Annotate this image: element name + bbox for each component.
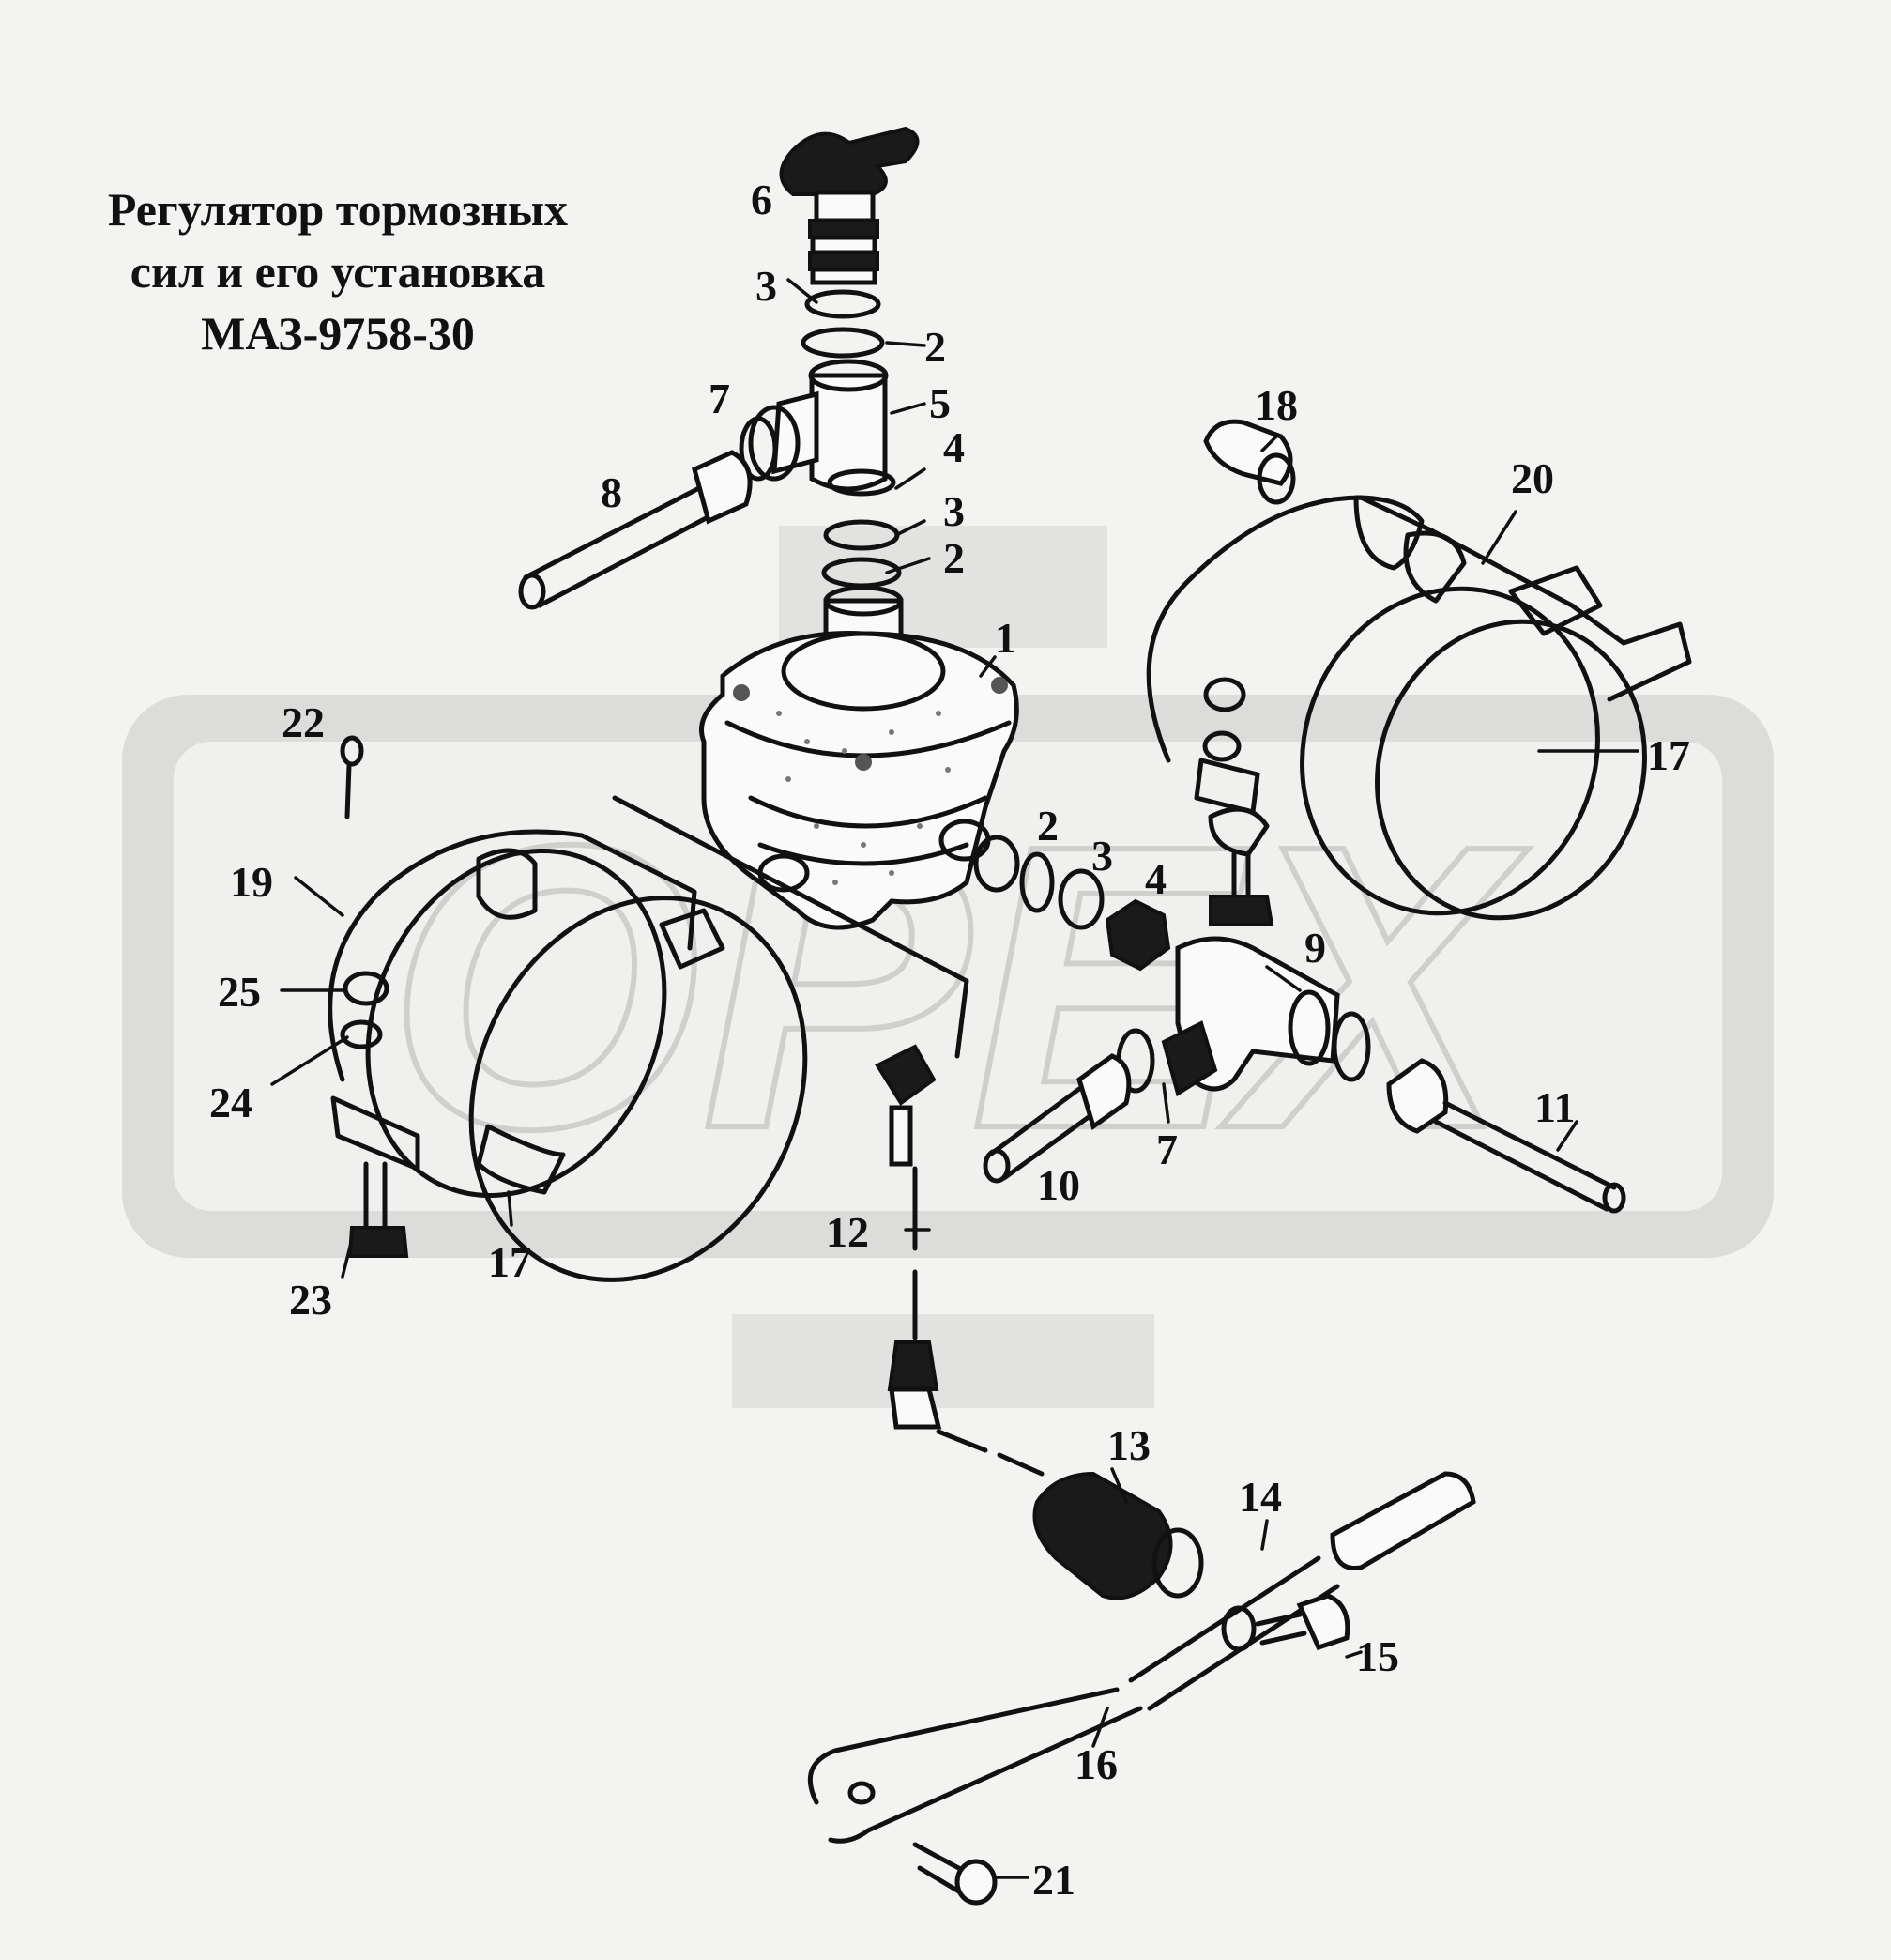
part-14-tube: [1128, 1471, 1476, 1711]
callout-17: 17: [488, 1238, 531, 1286]
callout-4: 4: [1145, 855, 1167, 903]
part-10-pipe: [983, 1053, 1132, 1184]
callout-16: 16: [1075, 1740, 1118, 1788]
callout-15: 15: [1356, 1632, 1399, 1680]
title-line-3: МАЗ-9758-30: [201, 307, 475, 360]
part-5-tee-fitting: [739, 359, 889, 492]
callout-25: 25: [218, 968, 261, 1016]
part-22-cotter-pin: [340, 735, 364, 819]
part-12-rod-upper: [612, 795, 969, 1059]
callout-14: 14: [1239, 1473, 1282, 1521]
part-11-pipe: [1386, 1058, 1626, 1214]
part-4-nut-upper: [827, 468, 896, 497]
callout-22: 22: [282, 698, 325, 746]
part-6-valve-cap: [779, 126, 920, 285]
part-16-rod-end: [807, 1687, 1143, 1844]
callout-24: 24: [209, 1079, 252, 1126]
callout-4: 4: [943, 423, 965, 471]
part-18-sleeve: [1203, 419, 1296, 505]
callout-11: 11: [1534, 1083, 1575, 1131]
part-3-washer-side: [1058, 868, 1105, 930]
callout-3: 3: [943, 487, 965, 535]
callout-2: 2: [924, 323, 946, 371]
part-12-rod-end-upper: [875, 1044, 937, 1251]
callout-13: 13: [1107, 1421, 1151, 1469]
diagram-title: Регулятор тормозных сил и его установка …: [38, 178, 638, 364]
callout-17: 17: [1647, 731, 1690, 779]
part-15-bolt: [1255, 1593, 1350, 1651]
title-line-1: Регулятор тормозных: [107, 183, 569, 236]
title-line-2: сил и его установка: [130, 245, 546, 298]
callout-20: 20: [1511, 454, 1554, 502]
part-9-tee-fitting: [1161, 936, 1371, 1097]
callout-2: 2: [1037, 802, 1059, 850]
callout-9: 9: [1304, 924, 1326, 972]
part-8-pipe-with-nut: [518, 450, 753, 610]
part-spring-side: [973, 835, 1020, 893]
callout-10: 10: [1037, 1161, 1080, 1209]
part-12-rod-lower: [887, 1269, 1045, 1477]
leader-lines: [270, 278, 1639, 1879]
callout-21: 21: [1032, 1856, 1075, 1904]
callout-7: 7: [1156, 1125, 1178, 1173]
part-19-clamp-left: [328, 829, 808, 1282]
callout-6: 6: [751, 176, 772, 223]
part-4-nut-side: [1105, 898, 1171, 972]
callout-19: 19: [230, 858, 273, 906]
part-2-o-ring-upper: [801, 327, 885, 359]
callout-3: 3: [755, 262, 777, 310]
callout-18: 18: [1255, 381, 1298, 429]
part-1-brake-force-regulator: [699, 585, 1019, 930]
callout-12: 12: [826, 1208, 869, 1256]
part-20-clamp-upper: [1146, 495, 1692, 921]
part-3-washer-upper: [804, 289, 881, 319]
callout-2: 2: [943, 534, 965, 582]
part-2-o-ring-side: [1019, 851, 1055, 913]
callout-1: 1: [995, 614, 1016, 662]
part-bolt-upper-right: [1209, 851, 1274, 926]
callout-23: 23: [289, 1276, 332, 1324]
part-13-boot: [1032, 1471, 1204, 1600]
callout-8: 8: [601, 468, 622, 516]
part-21-pin: [912, 1842, 998, 1906]
callout-labels: 6 3 2 7 5 4 8 3 2 1 18 20 17 22 19 25 24…: [209, 176, 1690, 1904]
callout-7: 7: [709, 375, 730, 422]
callout-3: 3: [1091, 832, 1113, 880]
callout-5: 5: [929, 379, 951, 427]
